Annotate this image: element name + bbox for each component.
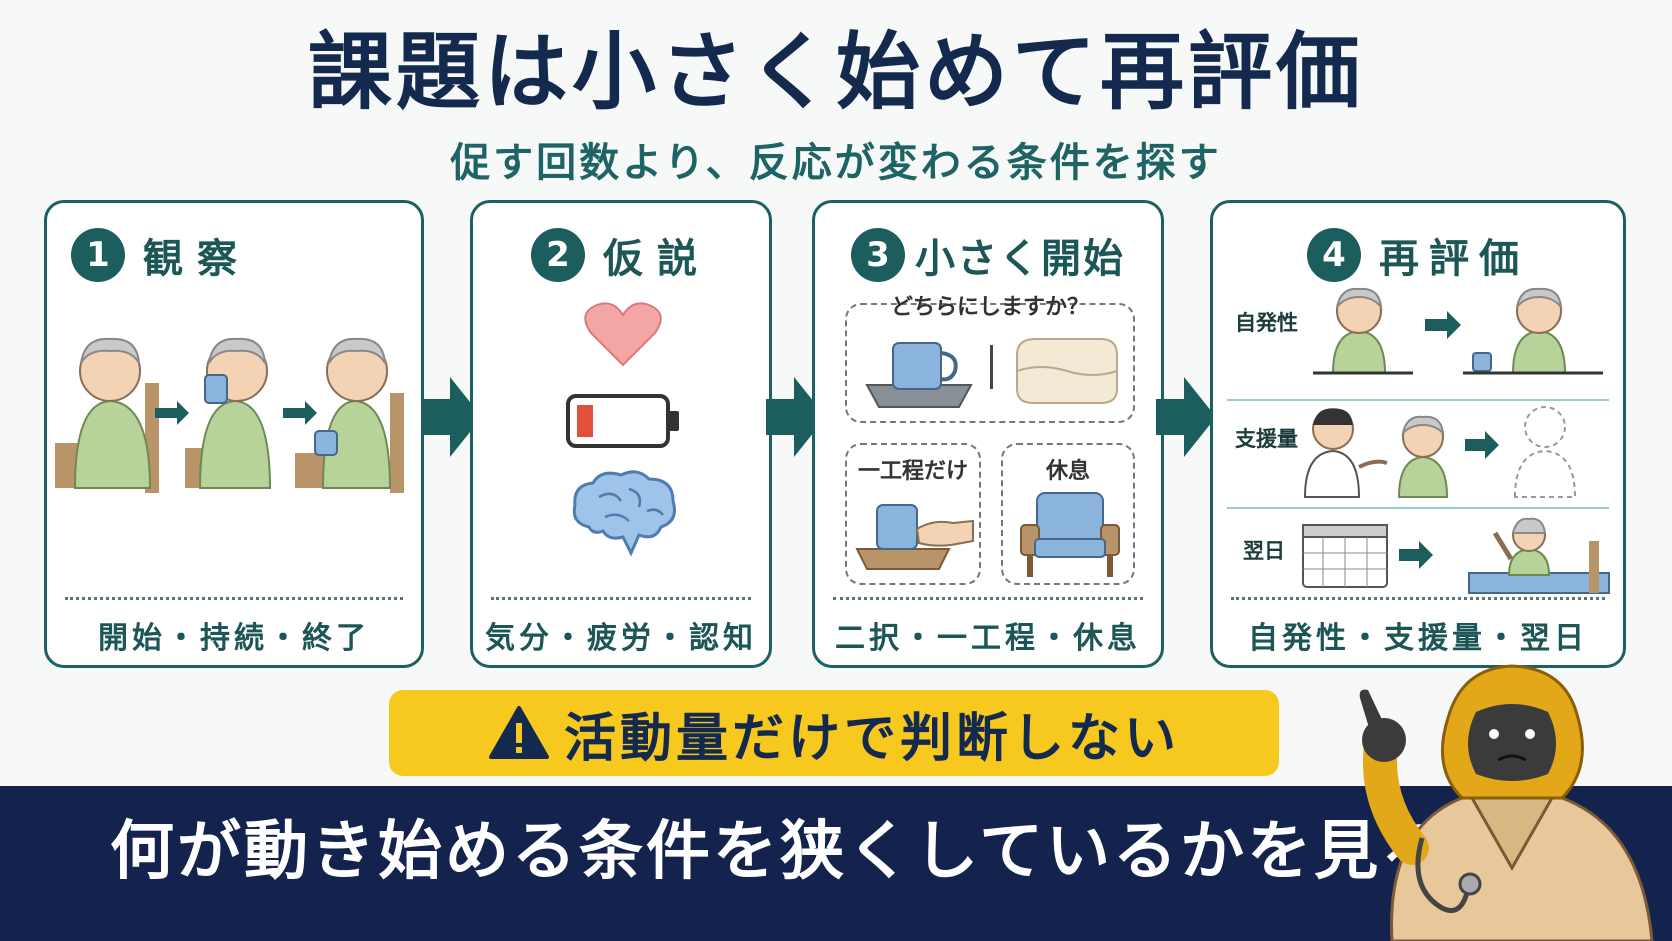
next-day-illustration <box>1302 517 1610 594</box>
choice-divider <box>990 345 993 389</box>
step-card-hypothesis: 2 仮説 気分・疲労・認知 <box>470 200 772 668</box>
hand-cup-icon <box>855 504 974 570</box>
step-number: 1 <box>71 228 125 282</box>
warning-icon <box>488 706 549 759</box>
warning-banner: 活動量だけで判断しない <box>389 690 1279 776</box>
step-header: 2 仮説 <box>473 225 769 285</box>
row-separator <box>1227 507 1609 509</box>
towel-icon <box>1016 338 1118 404</box>
low-battery-icon <box>566 394 679 448</box>
step-footer: 自発性・支援量・翌日 <box>1248 621 1588 656</box>
page-subtitle: 促す回数より、反応が変わる条件を探す <box>450 140 1222 186</box>
bottom-banner-text: 何が動き始める条件を狭くしているかを見る <box>110 815 1449 889</box>
elderly-resting-icon <box>295 337 404 493</box>
step-header: 3 小さく開始 <box>815 225 1161 285</box>
arrow-right-icon <box>1156 377 1216 457</box>
row-separator <box>1227 399 1609 401</box>
step-footer: 開始・持続・終了 <box>98 621 370 656</box>
elderly-drinking-sequence-icon <box>55 337 404 493</box>
armchair-icon <box>1020 492 1120 577</box>
divider <box>1231 597 1605 600</box>
page-title: 課題は小さく始めて再評価 <box>307 23 1364 121</box>
row-label-next-day: 翌日 <box>1243 539 1285 563</box>
spontaneity-illustration <box>1313 287 1603 375</box>
one-step-option: 一工程だけ <box>845 443 981 585</box>
step-label: 観察 <box>143 236 251 282</box>
support-illustration <box>1303 406 1577 498</box>
option-label: 休息 <box>1045 459 1090 484</box>
row-label-spontaneity: 自発性 <box>1235 311 1298 335</box>
elderly-sitting-icon <box>55 337 159 493</box>
step-footer: 気分・疲労・認知 <box>485 621 757 656</box>
step-card-reevaluate: 4 再評価 自発性 支援量 翌日 <box>1210 200 1626 668</box>
brain-icon <box>572 470 676 557</box>
choice-box: どちらにしますか？ <box>845 295 1135 423</box>
step-label: 再評価 <box>1379 236 1529 282</box>
divider <box>491 597 751 600</box>
divider <box>833 597 1143 600</box>
step-label: 小さく開始 <box>915 236 1125 282</box>
heart-icon <box>584 302 662 367</box>
step-header: 4 再評価 <box>1213 225 1623 285</box>
step-number: 4 <box>1307 228 1361 282</box>
step-number: 2 <box>531 228 585 282</box>
elderly-drinking-icon <box>185 337 272 489</box>
step-label: 仮説 <box>603 236 711 282</box>
step-footer: 二択・一工程・休息 <box>835 621 1141 656</box>
divider <box>65 597 403 600</box>
arrow-right-icon <box>766 377 826 457</box>
step-card-observe: 1 観察 開始・持続・終了 <box>44 200 424 668</box>
row-label-support: 支援量 <box>1235 427 1298 451</box>
gorilla-doctor-icon <box>1359 664 1654 941</box>
choice-question: どちらにしますか？ <box>890 295 1089 320</box>
arrow-right-icon <box>422 377 482 457</box>
step-card-small-start: 3 小さく開始 どちらにしますか？ 一工程だけ 休息 <box>812 200 1164 668</box>
step-header: 1 観察 <box>47 225 421 285</box>
option-label: 一工程だけ <box>857 459 968 484</box>
step-number: 3 <box>851 228 905 282</box>
cup-on-tray-icon <box>865 342 973 408</box>
warning-text: 活動量だけで判断しない <box>563 708 1180 769</box>
rest-option: 休息 <box>1001 443 1135 585</box>
